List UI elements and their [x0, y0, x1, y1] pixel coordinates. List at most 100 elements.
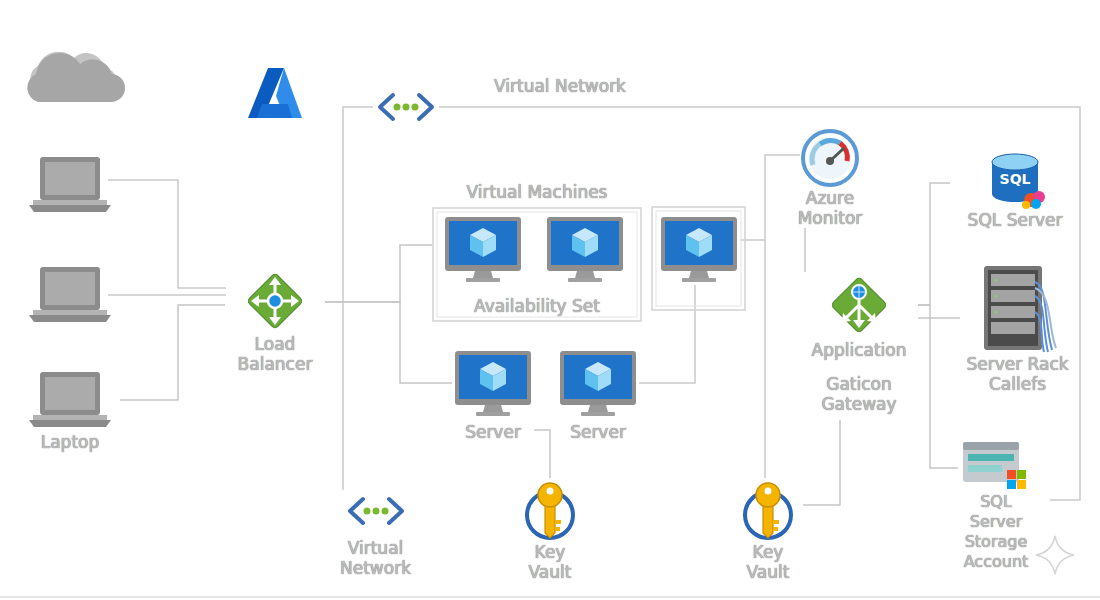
service-node: Laptop [20, 370, 120, 465]
key-vault-symbol-part [773, 520, 779, 524]
service-node: ApplicationGaticon Gateway [800, 272, 918, 420]
laptop-symbol-part [40, 157, 100, 200]
server-rack-symbol-part [991, 306, 1035, 318]
virtual-network-symbol-part [403, 104, 410, 111]
vm-symbol-part [661, 217, 737, 271]
laptop-symbol-part [40, 267, 100, 310]
key-vault-symbol-part [555, 520, 561, 524]
virtual-network-symbol-part [373, 90, 439, 124]
availability-set-frame-part-part [473, 271, 493, 278]
gateway-symbol-part [852, 285, 866, 299]
vm-symbol-part [682, 278, 716, 282]
connector [918, 305, 958, 468]
service-node: Virtual Network [328, 494, 423, 582]
availability-set-frame-part [547, 217, 623, 282]
key-vault-symbol-part [555, 527, 560, 531]
storage-symbol-part [1017, 480, 1026, 489]
virtual-network-symbol-part [381, 508, 388, 515]
node-icon [800, 128, 860, 188]
availability-set-frame-part-part [470, 235, 483, 257]
network-label: Virtual Network [450, 76, 670, 96]
load-balancer-symbol-part [251, 295, 259, 307]
gateway-symbol-part [853, 320, 865, 328]
service-node: Server [452, 350, 534, 450]
wire-part [108, 294, 226, 296]
key-vault-symbol-part [547, 488, 554, 495]
node-icon [559, 350, 637, 418]
sql-server-symbol-part [992, 154, 1038, 170]
availability-set-frame-part-part [547, 217, 623, 271]
storage-symbol-part [963, 442, 1019, 482]
network-boundary [343, 107, 1080, 500]
vm-box-part [652, 207, 745, 310]
vm-box [652, 207, 745, 310]
virtual-network-symbol-part [412, 104, 419, 111]
connector [918, 183, 950, 305]
vm-symbol-part [686, 235, 699, 257]
node-label: SQL Server [950, 210, 1080, 230]
vm-symbol [454, 350, 532, 418]
availability-set-frame-part-part [483, 235, 496, 257]
wire-part [764, 240, 766, 478]
key-vault-symbol-part [545, 504, 555, 538]
key-vault-symbol-part [765, 488, 772, 495]
load-balancer-symbol-part [268, 294, 282, 308]
key-vault-symbol-part [538, 483, 562, 507]
virtual-network-symbol-part [389, 499, 402, 523]
group-box: Virtual MachinesAvailability Set [432, 182, 642, 322]
service-node: Server [557, 350, 639, 450]
node-label: Server [557, 422, 639, 442]
wire [108, 155, 800, 478]
storage-symbol-part [1007, 480, 1016, 489]
cloud-symbol-part [27, 53, 125, 102]
vm-symbol-part [689, 271, 709, 278]
virtual-network-symbol-part [419, 95, 432, 119]
laptop-symbol [29, 157, 111, 212]
cloud-symbol [27, 52, 125, 102]
service-node: Server Rack Callefs [960, 262, 1075, 397]
node-label: Server Rack Callefs [960, 354, 1075, 394]
availability-set-frame-part [433, 208, 641, 321]
storage-symbol [961, 440, 1031, 492]
laptop-symbol-part [29, 205, 111, 212]
availability-set-frame-part-part [572, 235, 585, 257]
connector [120, 305, 225, 400]
virtual-network-symbol [373, 90, 439, 124]
node-label: Azure Monitor [785, 188, 875, 228]
storage-symbol-part [1017, 470, 1026, 479]
sparkle-symbol-part [1036, 536, 1074, 574]
sql-server-symbol-part [1022, 201, 1030, 209]
load-balancer-symbol-part [247, 273, 304, 330]
gateway-symbol [826, 272, 892, 338]
laptop-symbol-part [45, 162, 95, 195]
server-rack-symbol-part [1035, 288, 1056, 348]
wire-part [740, 155, 800, 240]
monitor-symbol-part [809, 137, 851, 179]
node-label: Application [800, 340, 918, 360]
vm-symbol-part [585, 369, 598, 391]
gateway-symbol-part [852, 285, 866, 299]
vm-symbol-part [560, 351, 636, 405]
availability-set-frame-part-part [551, 221, 619, 265]
server-rack-symbol-part [991, 274, 1035, 286]
node-label: Key Vault [733, 542, 803, 582]
vm-symbol-part [564, 355, 632, 399]
vm-symbol-part [588, 405, 608, 412]
storage-symbol-part [963, 442, 1019, 450]
node-label: Key Vault [515, 542, 585, 582]
group-caption: Availability Set [432, 296, 642, 316]
service-node: SQL Server [950, 150, 1080, 242]
connector [803, 420, 840, 505]
vm-symbol-part [665, 221, 733, 265]
storage-symbol-part [968, 454, 1014, 461]
load-balancer-symbol-part [256, 282, 294, 320]
load-balancer-symbol-part [269, 277, 281, 285]
wire-part [108, 180, 226, 288]
laptop-symbol-part [45, 272, 95, 305]
node-icon [961, 440, 1031, 492]
sql-server-symbol-part [1031, 199, 1041, 209]
vm-symbol-part [493, 369, 506, 391]
vm-symbol-part [483, 405, 503, 412]
vm-symbol [559, 350, 637, 418]
